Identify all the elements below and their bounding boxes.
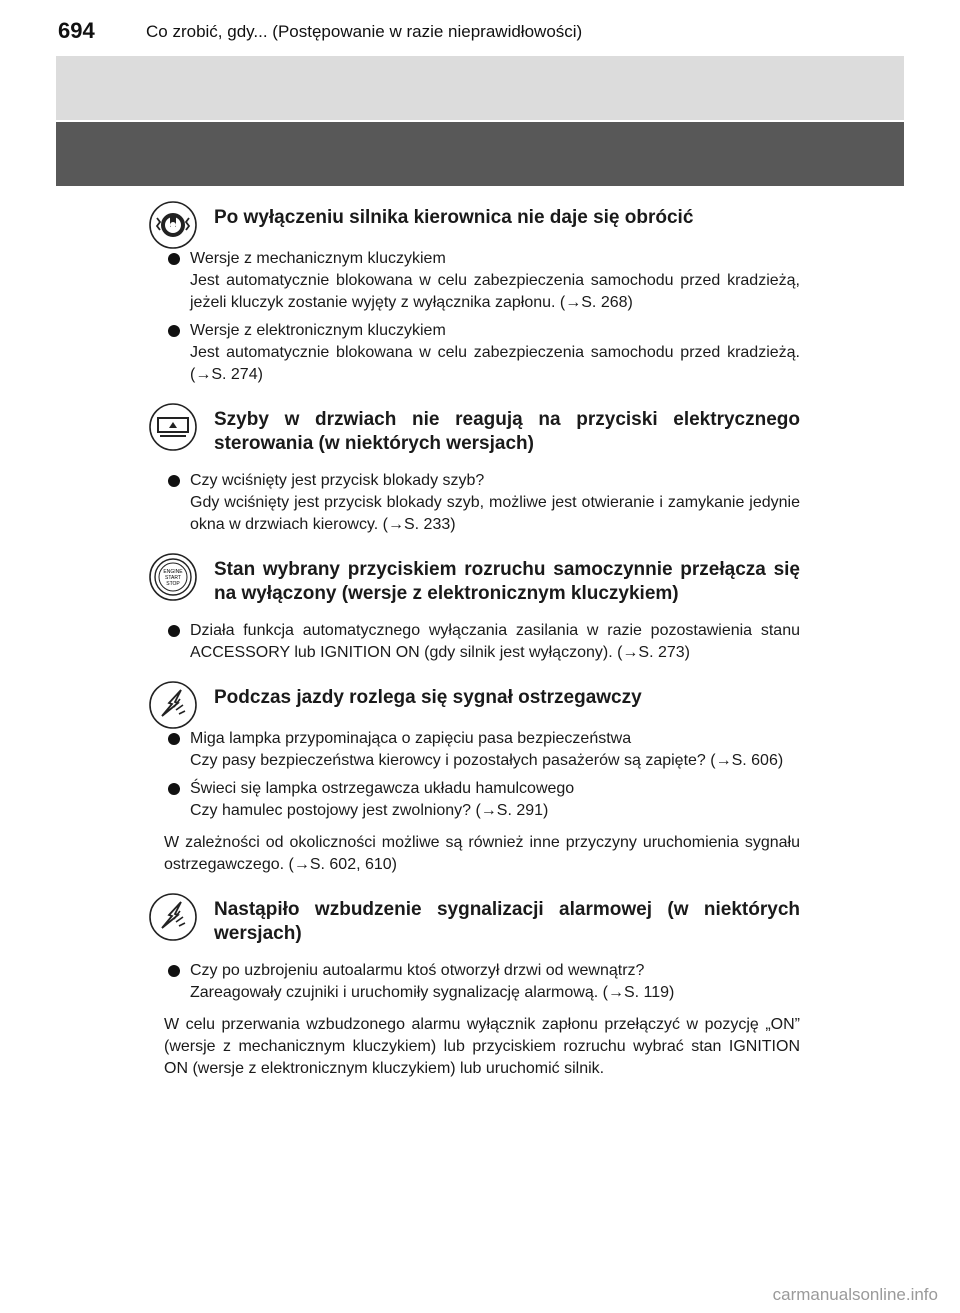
item-body: Zareagowały czujniki i uruchomiły sygnal… [190,984,675,1001]
section-alarm: Nastąpiło wzbudzenie sygnalizacji alarmo… [149,893,800,1080]
item-title: Czy po uzbrojeniu autoalarmu ktoś otworz… [190,962,645,979]
steering-lock-icon [149,201,197,249]
item-body: Działa funkcja automatycznego wyłączania… [190,622,800,661]
list-item: Miga lampka przypominająca o zapięciu pa… [164,728,800,772]
header-title: Co zrobić, gdy... (Postępowanie w razie … [146,22,583,41]
section-header: Nastąpiło wzbudzenie sygnalizacji alarmo… [149,893,800,954]
content: Po wyłączeniu silnika kierownica nie daj… [149,201,800,1080]
bullet [168,625,180,637]
item-body: Jest automatycznie blokowana w celu zabe… [190,344,800,383]
section-power-windows: Szyby w drzwiach nie reagują na przycisk… [149,403,800,536]
item-body: Jest automatycznie blokowana w celu zabe… [190,272,800,311]
item-title: Wersje z elektronicznym kluczykiem [190,322,446,339]
alarm-sound-icon [149,893,197,941]
icon-text-engine: ENGINE [163,569,183,575]
page-number: 694 [58,18,95,43]
watermark: carmanualsonline.info [772,1285,938,1304]
section-title: Szyby w drzwiach nie reagują na przycisk… [214,409,800,454]
list-item: Czy po uzbrojeniu autoalarmu ktoś otworz… [164,960,800,1004]
header-bar [56,56,904,120]
warning-sound-icon [149,681,197,729]
item-title: Miga lampka przypominająca o zapięciu pa… [190,730,632,747]
list-item: Wersje z mechanicznym kluczykiem Jest au… [164,248,800,314]
bullet [168,733,180,745]
section-note: W celu przerwania wzbudzonego alarmu wył… [164,1016,800,1077]
section-title: Podczas jazdy rozlega się sygnał ostrzeg… [214,687,642,708]
section-header: Podczas jazdy rozlega się sygnał ostrzeg… [149,681,800,742]
list-item: Świeci się lampka ostrzegawcza układu ha… [164,778,800,822]
item-title: Czy wciśnięty jest przycisk blokady szyb… [190,472,485,489]
section-title: Po wyłączeniu silnika kierownica nie daj… [214,207,694,228]
bullet [168,783,180,795]
bullet [168,325,180,337]
item-title: Świeci się lampka ostrzegawcza układu ha… [190,780,575,797]
bullet [168,253,180,265]
section-header: ENGINE START STOP Stan wybrany przyciski… [149,553,800,614]
icon-text-start: START [165,575,181,581]
list-item: Czy wciśnięty jest przycisk blokady szyb… [164,470,800,536]
section-header: Szyby w drzwiach nie reagują na przycisk… [149,403,800,464]
section-warning-buzzer: Podczas jazdy rozlega się sygnał ostrzeg… [149,681,800,876]
header-dark-band [56,122,904,186]
icon-text-stop: STOP [166,581,180,587]
section-steering-lock: Po wyłączeniu silnika kierownica nie daj… [149,201,800,386]
item-body: Czy hamulec postojowy jest zwolniony? (→… [190,802,549,819]
item-body: Czy pasy bezpieczeństwa kierowcy i pozos… [190,752,784,769]
section-title: Stan wybrany przyciskiem rozruchu samocz… [214,559,800,604]
section-title: Nastąpiło wzbudzenie sygnalizacji alarmo… [214,899,800,944]
section-note: W zależności od okoliczności możliwe są … [164,834,800,873]
engine-start-stop-icon: ENGINE START STOP [149,553,197,601]
bullet [168,965,180,977]
list-item: Wersje z elektronicznym kluczykiem Jest … [164,320,800,386]
power-window-icon [149,403,197,451]
item-body: Gdy wciśnięty jest przycisk blokady szyb… [190,494,800,533]
list-item: Działa funkcja automatycznego wyłączania… [164,620,800,664]
section-engine-switch: ENGINE START STOP Stan wybrany przyciski… [149,553,800,664]
item-title: Wersje z mechanicznym kluczykiem [190,250,446,267]
bullet [168,475,180,487]
section-header: Po wyłączeniu silnika kierownica nie daj… [149,201,800,262]
